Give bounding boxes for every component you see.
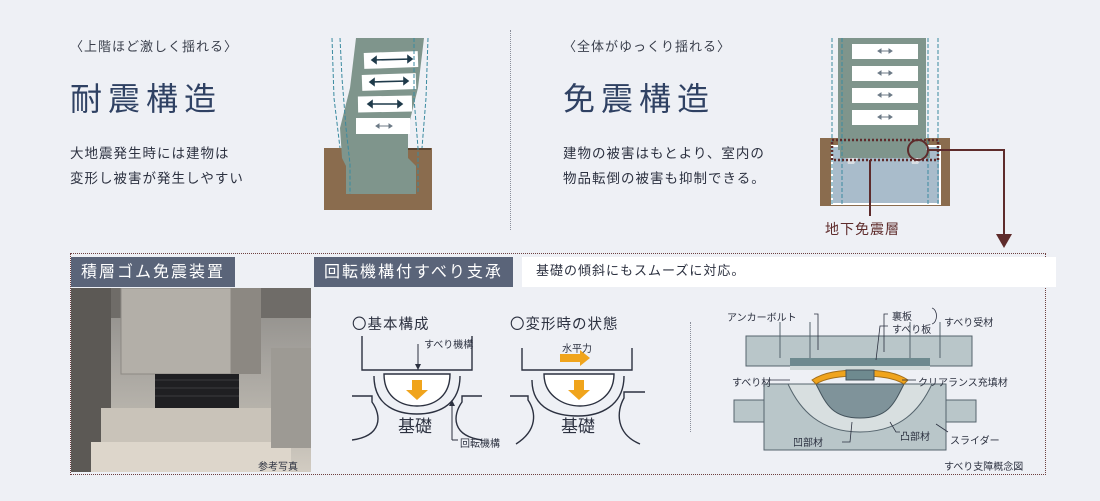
right-description: 建物の被害はもとより、室内の 物品転倒の被害も抑制できる。 [563, 146, 766, 187]
sliding-material-label: すべり材 [732, 378, 772, 389]
sliding-bearing-note: 基礎の傾斜にもスムーズに対応。 [522, 257, 1056, 287]
basic-config-title: 〇基本構成 [352, 317, 430, 333]
convex-member-label: 凸部材 [900, 432, 930, 443]
sliding-bearing-header: 回転機構付すべり支承 [314, 257, 513, 287]
deformed-state-diagram [510, 348, 645, 445]
basic-config-diagram [352, 336, 482, 441]
anchor-bolt-label: アンカーボルト [727, 313, 797, 324]
rubber-bearing-photo [71, 288, 311, 472]
sliding-mechanism-label: すべり機構 [424, 340, 474, 351]
center-divider [510, 30, 511, 230]
basement-isolation-label: 地下免震層 [825, 222, 900, 238]
clearance-filler-label: クリアランス充填材 [918, 378, 1008, 389]
sliding-bearing-concept-diagram [733, 307, 977, 451]
right-title: 免震構造 [563, 80, 716, 118]
seismic-isolated-building-illustration [820, 38, 1012, 248]
sliding-plate-label: すべり板 [892, 325, 932, 336]
back-plate-label: 裏板 [892, 312, 912, 323]
left-description: 大地震発生時には建物は 変形し被害が発生しやすい [70, 146, 244, 187]
left-subtitle: 〈上階ほど激しく揺れる〉 [70, 40, 239, 55]
concave-member-label: 凹部材 [793, 438, 823, 449]
deformed-state-title: 〇変形時の状態 [510, 317, 619, 333]
rubber-device-header: 積層ゴム免震装置 [71, 257, 236, 287]
device-frame [70, 253, 1046, 475]
foundation-label-deformed: 基礎 [561, 417, 595, 437]
seismic-resistant-building-illustration [324, 38, 432, 210]
inner-divider [690, 322, 691, 432]
foundation-label-basic: 基礎 [398, 417, 432, 437]
rotation-mechanism-label: 回転機構 [460, 439, 500, 450]
concept-diagram-caption: すべり支障概念図 [944, 462, 1024, 473]
left-title: 耐震構造 [70, 80, 223, 118]
photo-caption: 参考写真 [258, 462, 298, 473]
slider-label: スライダー [950, 436, 1000, 447]
sliding-receiver-label: すべり受材 [944, 318, 994, 329]
horizontal-force-label: 水平力 [562, 344, 592, 355]
right-subtitle: 〈全体がゆっくり揺れる〉 [563, 40, 732, 55]
